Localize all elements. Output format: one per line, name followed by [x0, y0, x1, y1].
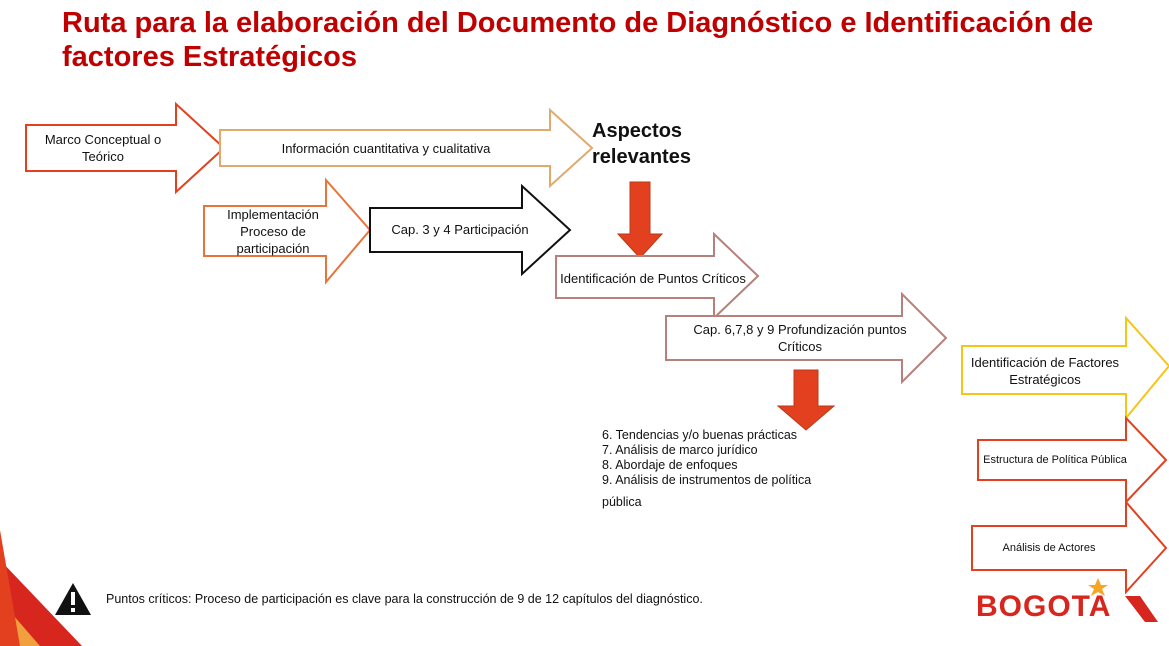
- list-item: pública: [602, 495, 642, 509]
- list-item: 6. Tendencias y/o buenas prácticas: [602, 428, 798, 442]
- down-arrow-aspectos: [616, 181, 664, 259]
- list-item: 8. Abordaje de enfoques: [602, 458, 738, 472]
- arrow-puntos-criticos: [555, 231, 760, 321]
- label-marco: Marco Conceptual o Teórico: [44, 132, 162, 164]
- list-item: 9. Análisis de instrumentos de política: [602, 473, 812, 487]
- label-factores: Identificación de Factores Estratégicos: [970, 355, 1120, 387]
- bogota-logo-text: BOGOTA: [976, 590, 1112, 623]
- arrow-actores: [971, 499, 1168, 595]
- label-implementacion: Implementación Proceso de participación: [227, 206, 319, 256]
- aspectos-relevantes-heading: Aspectos relevantes: [592, 120, 691, 168]
- label-cap34: Cap. 3 y 4 Participación: [391, 221, 529, 237]
- down-arrow-profundizacion: [776, 369, 836, 431]
- arrow-implementacion: [203, 177, 372, 285]
- label-cap6789: Cap. 6,7,8 y 9 Profundización puntos Crí…: [693, 322, 907, 354]
- critical-points-note: Puntos críticos: Proceso de participació…: [106, 592, 703, 606]
- page-title: Ruta para la elaboración del Documento d…: [62, 7, 1094, 73]
- arrow-informacion: [219, 107, 594, 189]
- arrow-cap34: [369, 183, 572, 277]
- warning-icon: [55, 583, 91, 615]
- arrow-cap6789: [665, 291, 948, 385]
- chapter-list: 6. Tendencias y/o buenas prácticas 7. An…: [602, 428, 882, 510]
- corner-stripe-red-top: [0, 530, 20, 646]
- label-puntos-criticos: Identificación de Puntos Críticos: [560, 270, 746, 286]
- list-item: 7. Análisis de marco jurídico: [602, 443, 758, 457]
- arrow-estructura: [977, 415, 1168, 505]
- label-informacion: Información cuantitativa y cualitativa: [281, 140, 491, 156]
- arrow-factores: [961, 315, 1169, 421]
- arrow-marco: [25, 101, 226, 195]
- bogota-logo-mark: [1088, 578, 1158, 622]
- label-actores: Análisis de Actores: [1002, 542, 1096, 554]
- label-estructura: Estructura de Política Pública: [983, 454, 1127, 466]
